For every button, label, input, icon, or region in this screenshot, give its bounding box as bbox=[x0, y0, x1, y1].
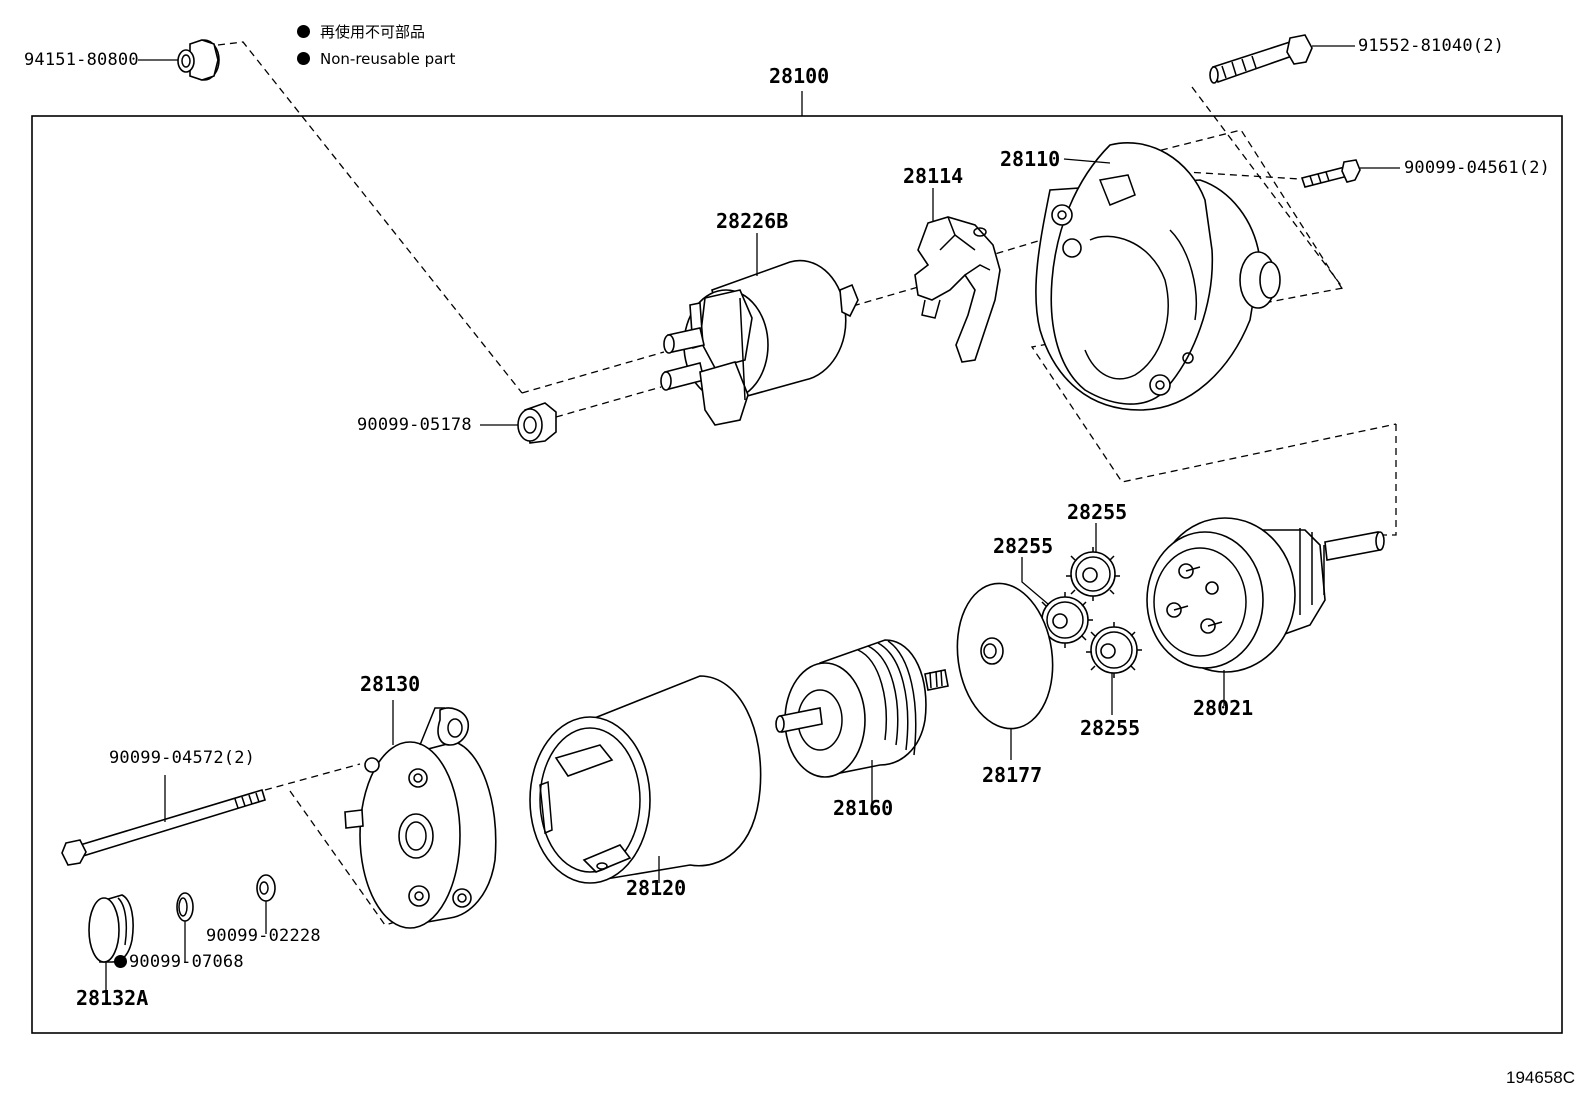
part-label-90099-07068[interactable]: 90099-07068 bbox=[114, 952, 244, 972]
dash-nut-to-switch bbox=[217, 41, 523, 394]
part-label-94151-80800[interactable]: 94151-80800 bbox=[24, 50, 139, 70]
part-label-91552-81040[interactable]: 91552-81040(2) bbox=[1358, 36, 1505, 56]
assembly-frame bbox=[31, 115, 1563, 1034]
legend-non-reusable-jp: 再使用不可部品 bbox=[297, 23, 425, 41]
clutch-28021-icon bbox=[1146, 517, 1385, 673]
part-label-28110[interactable]: 28110 bbox=[1000, 147, 1061, 171]
dash-housing-screw bbox=[1169, 170, 1301, 180]
lever-28114-icon bbox=[914, 216, 1001, 363]
housing-28110-leader bbox=[1063, 158, 1111, 164]
part-label-90099-05178[interactable]: 90099-05178 bbox=[357, 415, 472, 435]
part-label-28255-top[interactable]: 28255 bbox=[1067, 500, 1128, 524]
dash-switch-terminal-2 bbox=[555, 386, 662, 418]
legend-text-jp: 再使用不可部品 bbox=[320, 23, 426, 41]
part-label-90099-02228[interactable]: 90099-02228 bbox=[206, 926, 321, 946]
dash-clutch bbox=[1367, 424, 1397, 536]
dash-endframe bbox=[264, 763, 361, 791]
washer-02228-icon bbox=[256, 874, 276, 902]
part-label-28021[interactable]: 28021 bbox=[1193, 696, 1254, 720]
ring-07068-icon bbox=[176, 892, 194, 922]
switch-28226B-icon bbox=[660, 259, 859, 426]
nut-05178-icon bbox=[517, 402, 557, 444]
part-label-28160[interactable]: 28160 bbox=[833, 796, 894, 820]
gear-28255-top-icon bbox=[1066, 547, 1120, 601]
bullet-icon bbox=[297, 52, 310, 65]
part-label-28120[interactable]: 28120 bbox=[626, 876, 687, 900]
dash-endframe-box bbox=[289, 790, 456, 926]
bullet-icon bbox=[297, 25, 310, 38]
bolt-91552-icon bbox=[1209, 34, 1313, 84]
legend-text-en: Non-reusable part bbox=[320, 50, 456, 68]
yoke-28120-icon bbox=[529, 675, 762, 884]
assembly-label[interactable]: 28100 bbox=[769, 64, 830, 88]
dash-bolt-91552 bbox=[1030, 86, 1397, 483]
gear-28255-mid-leader bbox=[1021, 557, 1049, 605]
part-label-28255-bottom[interactable]: 28255 bbox=[1080, 716, 1141, 740]
dash-screw-04561 bbox=[1125, 129, 1344, 291]
diagram-reference-code: 194658C bbox=[1506, 1068, 1576, 1087]
part-label-28130[interactable]: 28130 bbox=[360, 672, 421, 696]
legend-non-reusable-en: Non-reusable part bbox=[297, 50, 455, 68]
non-reusable-bullet-icon bbox=[114, 955, 127, 968]
dash-switch-to-lever bbox=[852, 284, 926, 307]
part-label-90099-04561[interactable]: 90099-04561(2) bbox=[1404, 158, 1551, 178]
screw-04561-icon bbox=[1300, 159, 1361, 188]
endframe-28130-icon bbox=[344, 707, 497, 929]
part-label-90099-04572[interactable]: 90099-04572(2) bbox=[109, 748, 256, 768]
part-label-28226B[interactable]: 28226B bbox=[716, 209, 789, 233]
nut-94151-icon bbox=[177, 39, 220, 81]
part-label-28114[interactable]: 28114 bbox=[903, 164, 964, 188]
part-label-90099-07068-text: 90099-07068 bbox=[129, 952, 244, 972]
part-label-28177[interactable]: 28177 bbox=[982, 763, 1043, 787]
gear-28255-bottom-icon bbox=[1086, 622, 1142, 678]
dash-switch-terminal bbox=[521, 351, 665, 394]
armature-28160-icon bbox=[775, 639, 949, 778]
part-label-28132A[interactable]: 28132A bbox=[76, 986, 149, 1010]
plate-28177-icon bbox=[956, 582, 1054, 730]
housing-28110-icon bbox=[1035, 142, 1281, 411]
part-label-28255-mid[interactable]: 28255 bbox=[993, 534, 1054, 558]
bolt-04572-icon bbox=[61, 789, 266, 866]
